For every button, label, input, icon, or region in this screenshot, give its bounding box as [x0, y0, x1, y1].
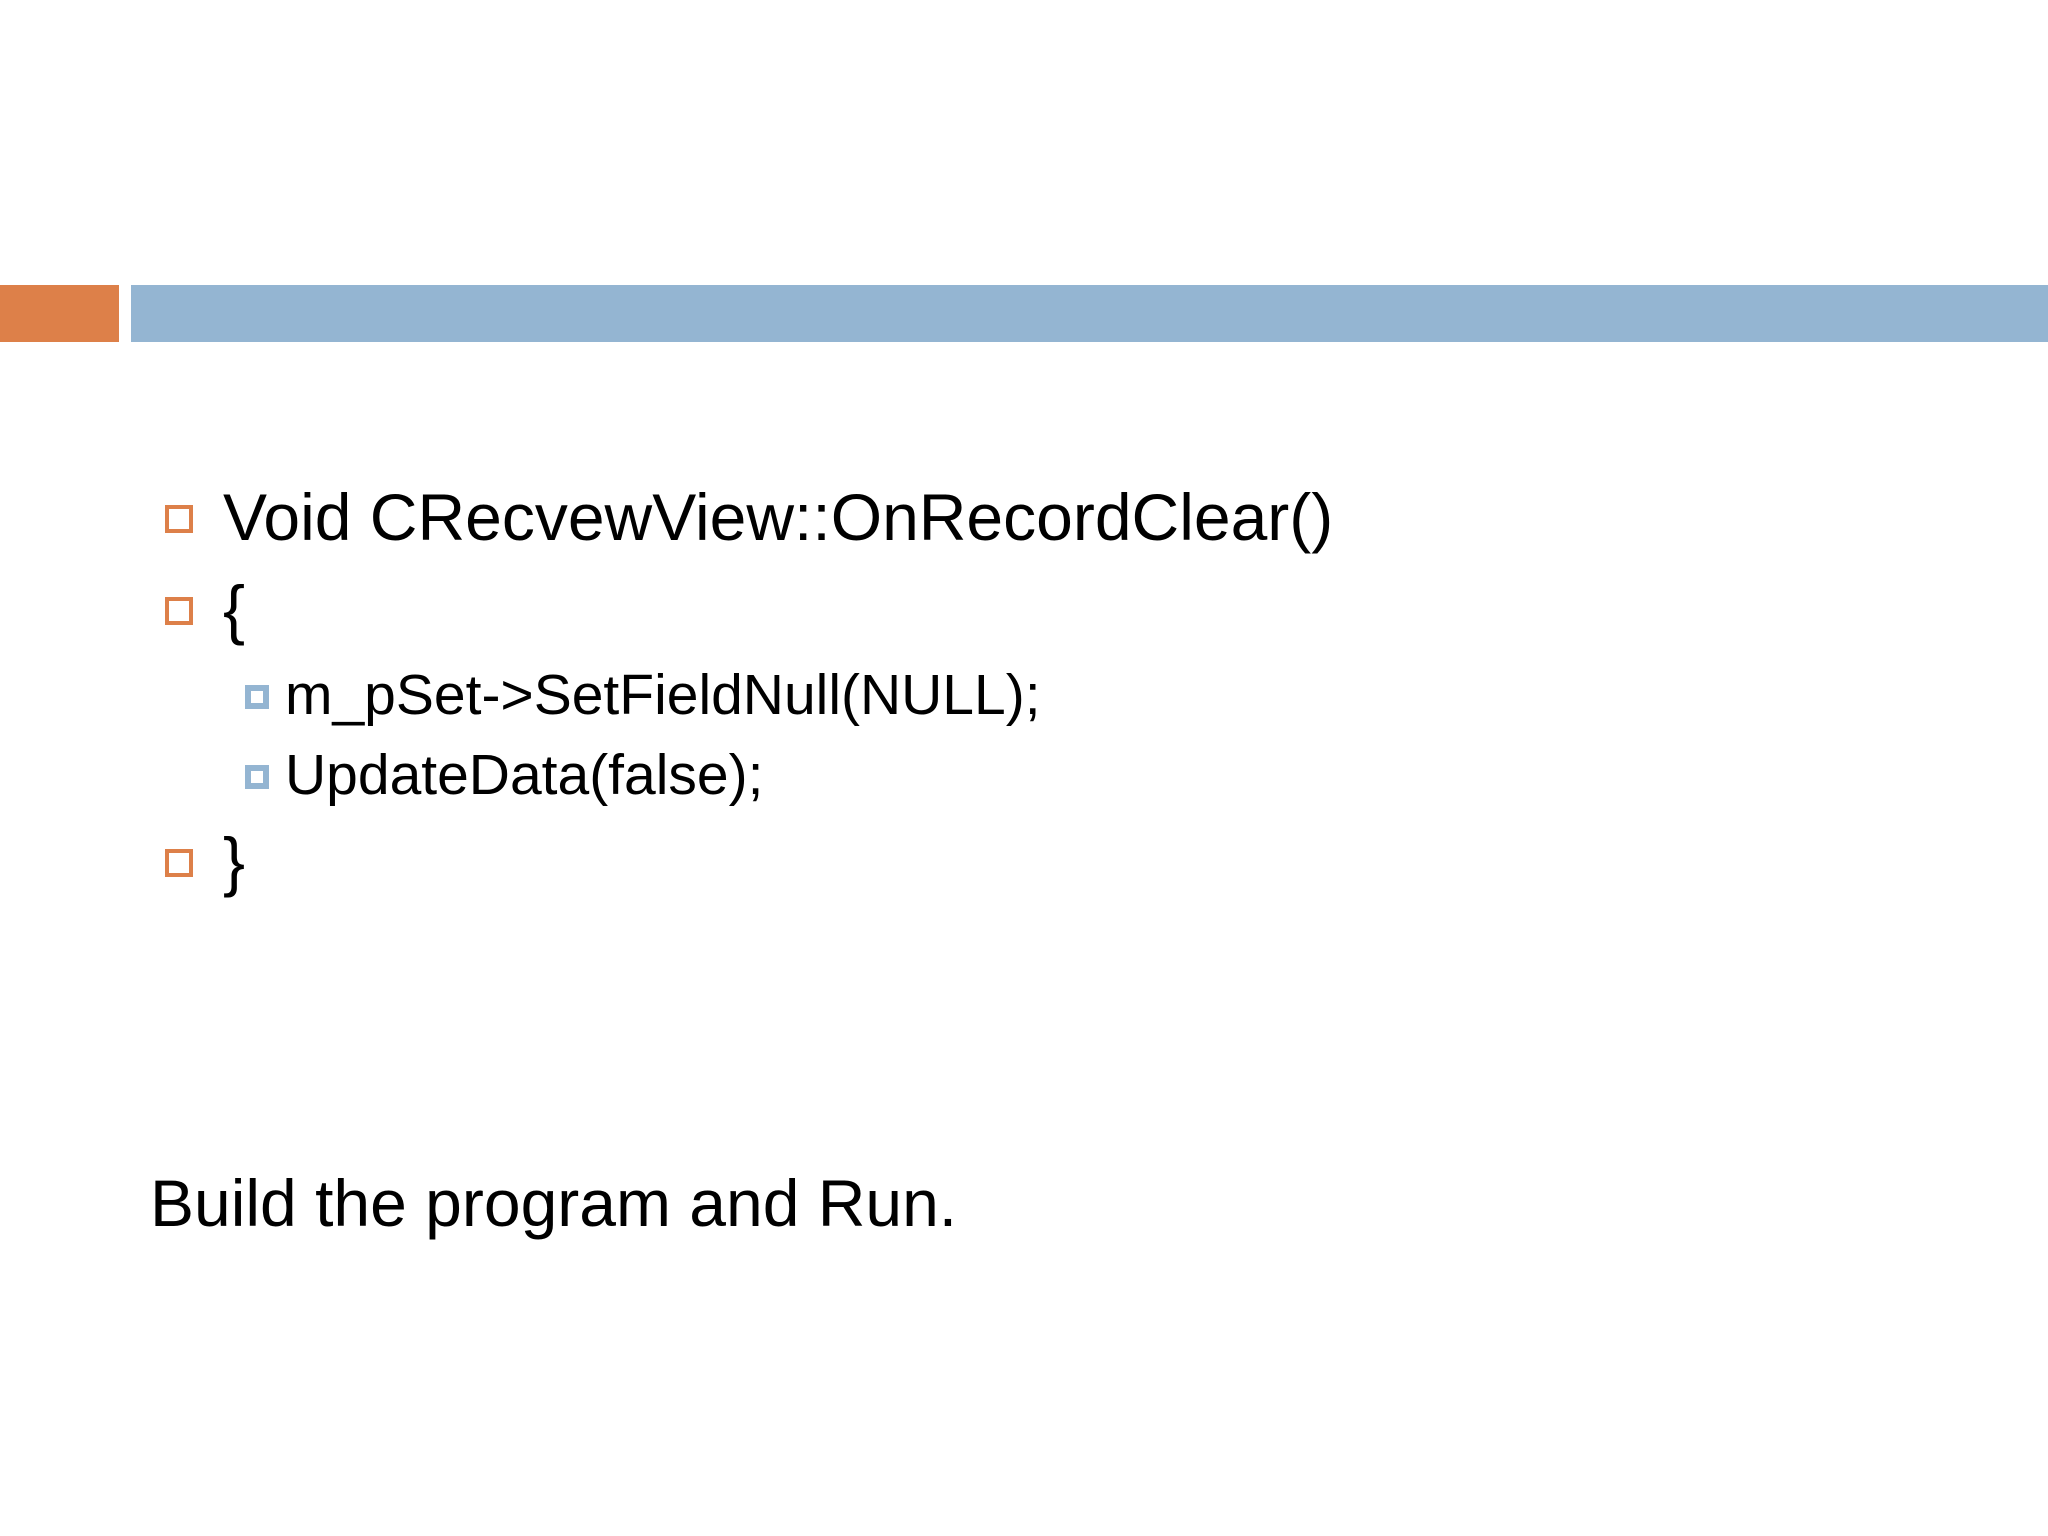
hollow-orange-square-icon — [165, 505, 193, 533]
bullet-item-1-text: Void CRecvewView::OnRecordClear() — [223, 480, 1334, 555]
bullet-item-2-text: { — [223, 572, 246, 647]
bullet-item-3: m_pSet->SetFieldNull(NULL); — [150, 656, 1970, 736]
closing-paragraph: Build the program and Run. — [150, 1166, 958, 1240]
bullet-item-5-text: } — [223, 824, 246, 899]
hollow-orange-square-icon — [165, 849, 193, 877]
slide-body-content: Void CRecvewView::OnRecordClear() { m_pS… — [150, 472, 1970, 908]
bullet-item-5: } — [150, 816, 1970, 908]
bullet-item-1: Void CRecvewView::OnRecordClear() — [150, 472, 1970, 564]
bullet-item-3-text: m_pSet->SetFieldNull(NULL); — [285, 663, 1041, 728]
filled-blue-square-icon — [245, 765, 269, 789]
bullet-item-4-text: UpdateData(false); — [285, 743, 764, 808]
header-main-bar — [131, 285, 2048, 342]
hollow-orange-square-icon — [165, 597, 193, 625]
slide-header-band — [0, 285, 2048, 342]
bullet-item-2: { — [150, 564, 1970, 656]
bullet-item-4: UpdateData(false); — [150, 736, 1970, 816]
filled-blue-square-icon — [245, 685, 269, 709]
header-accent-bar — [0, 285, 119, 342]
